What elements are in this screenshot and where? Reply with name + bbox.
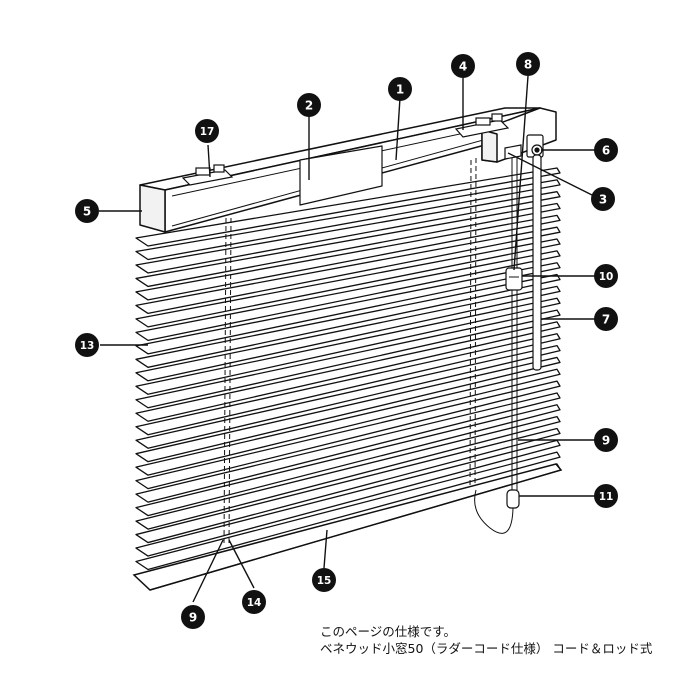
slat [135, 262, 561, 355]
callout-9a: 9 [594, 428, 618, 452]
tilt-rod [532, 154, 542, 371]
cord-tassel [506, 489, 520, 509]
leader-3 [507, 152, 601, 200]
slat [135, 344, 561, 449]
callout-13: 13 [75, 333, 99, 357]
callout-6: 6 [594, 138, 618, 162]
callout-2: 2 [297, 93, 321, 117]
callout-1-number: 1 [396, 83, 404, 97]
slat [135, 214, 561, 301]
callout-badges: 1 2 3 4 5 6 7 [75, 52, 618, 629]
leader-lines [99, 75, 601, 603]
slat [135, 451, 561, 571]
slat [135, 238, 561, 328]
leader-1 [395, 97, 401, 161]
slat [135, 333, 561, 436]
tilt-gear-knob-inner [534, 147, 540, 153]
callout-2-number: 2 [305, 99, 313, 113]
leader-17 [207, 144, 211, 178]
callout-15-number: 15 [317, 575, 332, 587]
callout-15: 15 [312, 568, 336, 592]
slat [135, 202, 561, 288]
bracket-right-tab-2 [491, 113, 503, 122]
callout-11: 11 [594, 484, 618, 508]
bracket-right-tab [475, 117, 491, 126]
headrail-end-cap [139, 184, 166, 233]
callout-5-number: 5 [83, 205, 91, 219]
slat [135, 321, 561, 422]
headrail [139, 107, 557, 233]
slat [135, 226, 561, 315]
callout-14-number: 14 [247, 597, 262, 609]
slat [135, 191, 561, 274]
callout-7-number: 7 [602, 313, 610, 327]
slat [135, 309, 561, 409]
mounting-brackets [181, 113, 510, 186]
headrail-right-housing-side [481, 129, 498, 163]
callout-4: 4 [451, 54, 475, 78]
slat [135, 250, 561, 342]
callout-9b-number: 9 [189, 611, 197, 625]
caption-line-2: ベネウッド小窓50（ラダーコード仕様） コード＆ロッド式 [320, 641, 653, 656]
slat [135, 273, 561, 368]
callout-17-number: 17 [200, 126, 215, 138]
callout-11-number: 11 [599, 491, 614, 503]
slat [135, 179, 561, 261]
callout-7: 7 [594, 307, 618, 331]
slat [135, 427, 561, 544]
bottom-rail-front [149, 463, 563, 591]
callout-9b: 9 [181, 605, 205, 629]
callout-9a-number: 9 [602, 434, 610, 448]
slat [135, 380, 561, 490]
ladder-cord-left-b [228, 217, 232, 546]
callout-3: 3 [591, 187, 615, 211]
leader-9b [192, 539, 224, 603]
bracket-left [181, 169, 234, 186]
cord-equalizer [505, 267, 523, 291]
callout-3-number: 3 [599, 193, 607, 207]
callout-13-number: 13 [80, 340, 95, 352]
bracket-left-tab [195, 167, 211, 176]
callout-8-number: 8 [524, 58, 532, 72]
callout-14: 14 [242, 590, 266, 614]
callout-6-number: 6 [602, 144, 610, 158]
cord-loop [474, 489, 514, 534]
slat [135, 356, 561, 463]
slat [135, 285, 561, 382]
callout-4-number: 4 [459, 60, 467, 74]
callout-17: 17 [195, 119, 219, 143]
controls [474, 134, 544, 534]
slat [135, 404, 561, 517]
callout-5: 5 [75, 199, 99, 223]
callout-8: 8 [516, 52, 540, 76]
ladder-cord-right-b [474, 157, 477, 496]
leader-15 [323, 529, 328, 569]
caption-line-1: このページの仕様です。 [320, 624, 457, 639]
callout-1: 1 [388, 77, 412, 101]
ladder-cord-left-a [223, 217, 227, 546]
leader-8 [513, 75, 529, 271]
callout-10: 10 [594, 264, 618, 288]
slat [135, 439, 561, 557]
slat [135, 392, 561, 503]
bracket-left-tab-2 [213, 164, 225, 173]
callout-10-number: 10 [599, 271, 614, 283]
leader-14 [228, 539, 255, 589]
cord-exit-guide [504, 144, 522, 160]
slat [135, 368, 561, 476]
slat [135, 167, 561, 247]
slat [135, 297, 561, 395]
ladder-cords [223, 157, 477, 546]
headrail-box [299, 145, 383, 206]
slat [135, 415, 561, 530]
